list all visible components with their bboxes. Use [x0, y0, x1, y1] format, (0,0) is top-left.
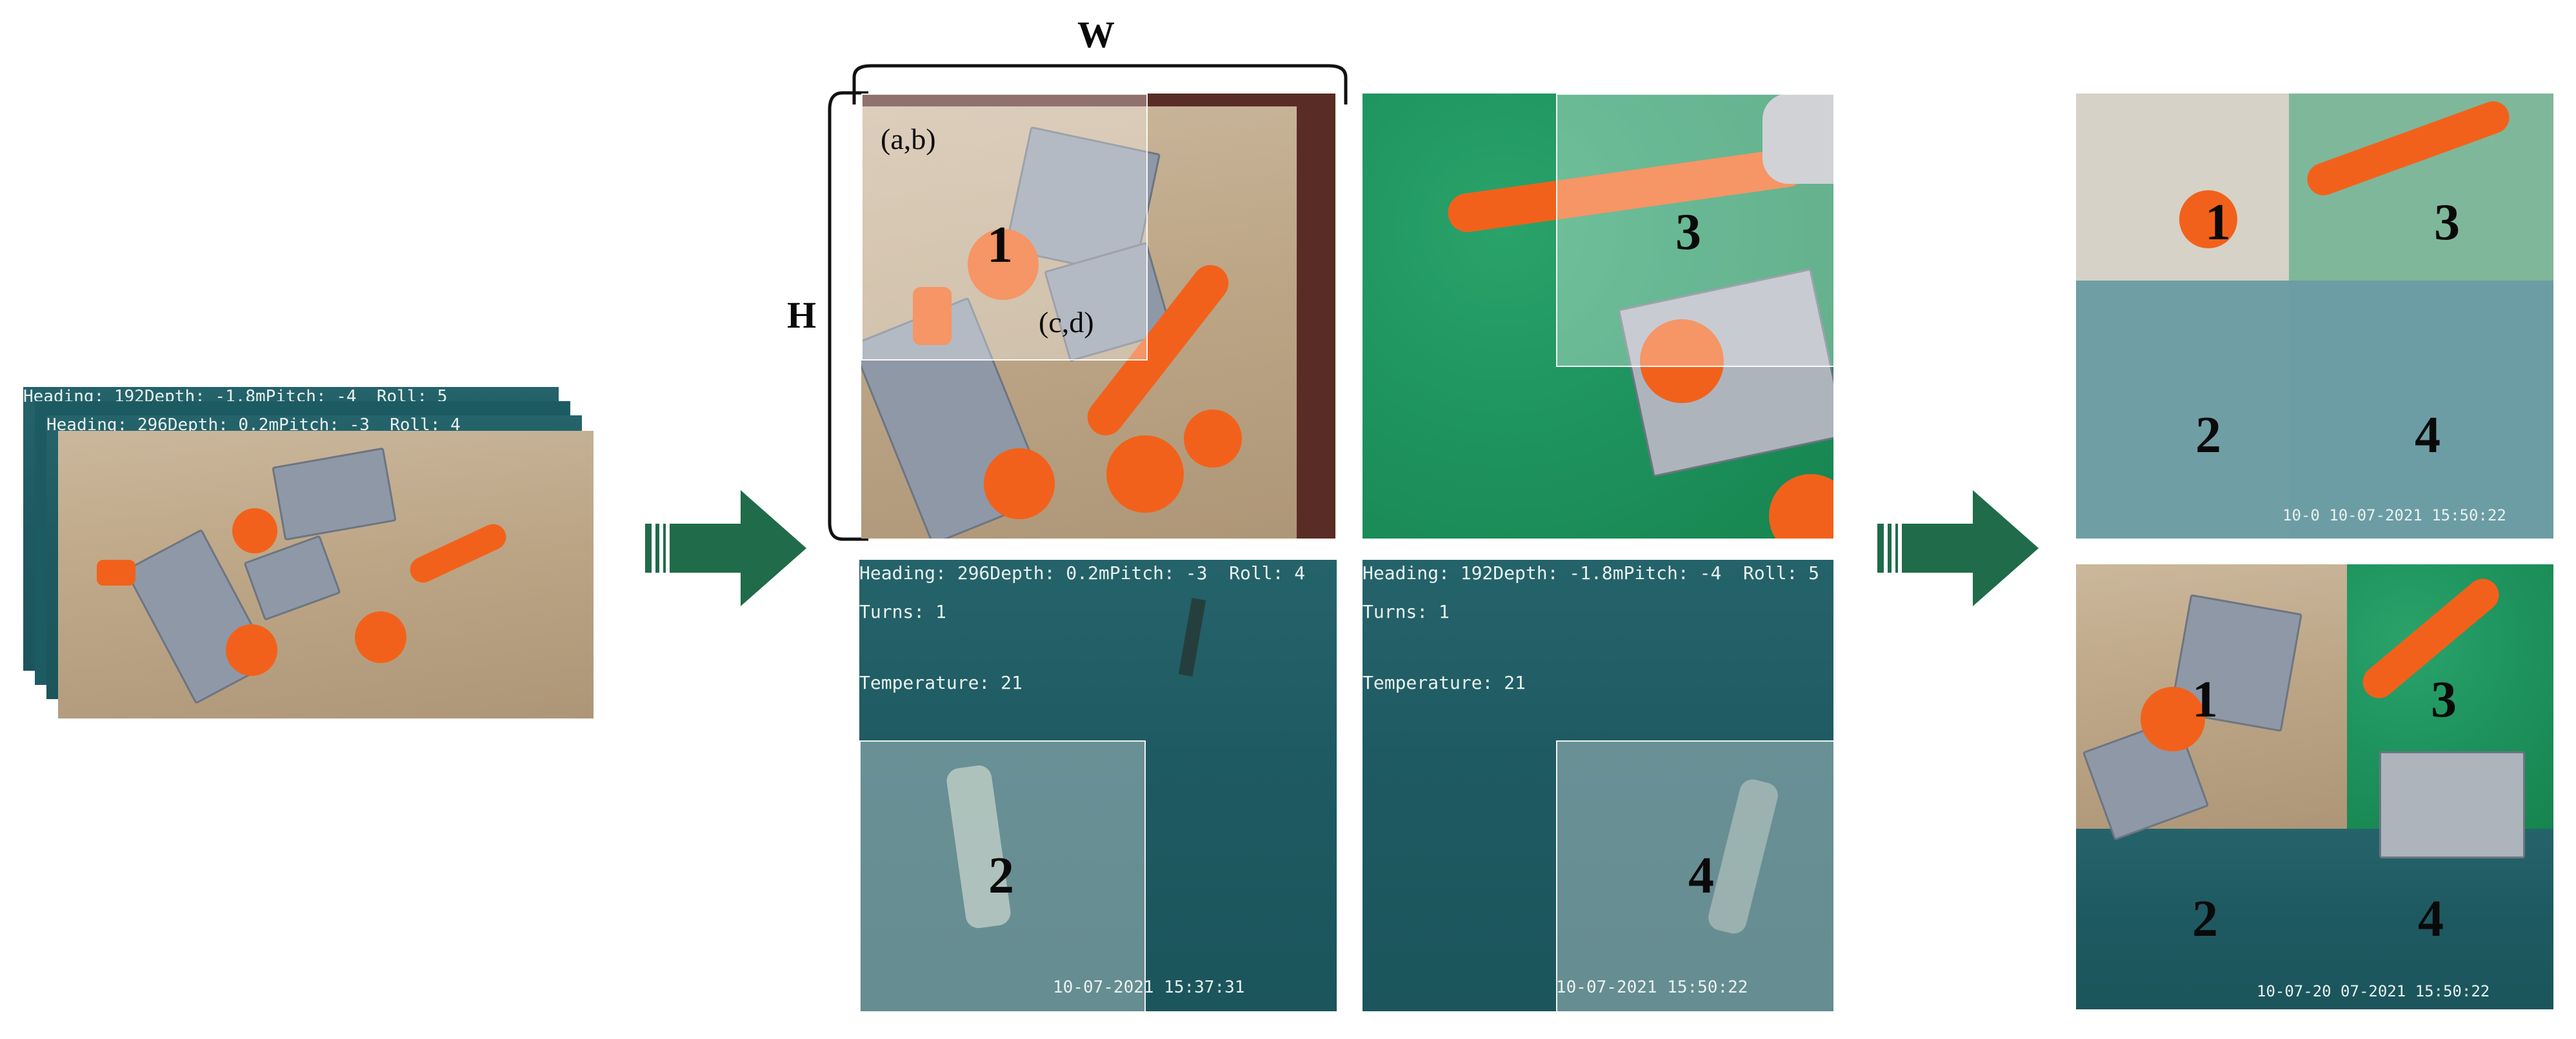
wall-strip [861, 94, 1335, 106]
mosaic-tile-4 [2347, 829, 2553, 1009]
orange-part [2141, 687, 2205, 751]
quadrant-number-1: 1 [2192, 671, 2218, 728]
crop-region-4 [1556, 740, 1833, 1011]
width-bracket [852, 64, 1348, 104]
underwater-object [1178, 598, 1206, 677]
orange-part [913, 287, 952, 345]
quadrant-number-1: 1 [2205, 194, 2231, 251]
osd-line-turns: Turns: 1 [859, 601, 946, 622]
source-image-1: (a,b) (c,d) 1 [861, 94, 1335, 539]
orange-part [2179, 190, 2237, 248]
orange-part [1769, 474, 1833, 539]
input-image-stack: Heading: 192Depth: -1.8mPitch: -4 Roll: … [23, 387, 604, 722]
quadrant-number-2: 2 [988, 847, 1014, 904]
quadrant-number-4: 4 [2415, 407, 2441, 464]
quadrant-number-3: 3 [2431, 671, 2457, 728]
osd-timestamp: 10-07-2021 15:37:31 [1053, 978, 1245, 997]
orange-part [984, 448, 1055, 519]
quadrant-number-3: 3 [2434, 194, 2460, 251]
quadrant-number-2: 2 [2192, 891, 2218, 947]
gray-box [124, 528, 274, 705]
source-image-2: Heading: 296Depth: 0.2mPitch: -3 Roll: 4… [859, 560, 1337, 1011]
crop-bottom-right-label: (c,d) [1039, 306, 1094, 339]
mosaic-result-2: 1 3 2 4 10-07-20 07-2021 15:50:22 [2076, 564, 2553, 1009]
orange-part [968, 229, 1039, 300]
mosaic-timestamp: 10-07-20 07-2021 15:50:22 [2257, 982, 2490, 1000]
orange-part [1184, 410, 1242, 468]
mosaic-tile-2 [2076, 281, 2289, 539]
width-label: W [1077, 14, 1115, 55]
height-bracket [828, 91, 868, 541]
gray-fixture [1762, 94, 1833, 184]
orange-part [97, 560, 135, 586]
gray-box [2379, 751, 2525, 858]
orange-part [226, 624, 277, 676]
osd-line-heading: Heading: 296Depth: 0.2mPitch: -3 Roll: 4 [859, 562, 1306, 584]
quadrant-number-4: 4 [1688, 847, 1714, 904]
osd-line-temperature: Temperature: 21 [859, 672, 1023, 693]
mosaic-tile-2 [2076, 829, 2347, 1009]
stack-image-front [58, 431, 594, 718]
height-label: H [787, 294, 817, 336]
orange-part [406, 520, 510, 587]
mosaic-result-1: 1 3 2 4 10-0 10-07-2021 15:50:22 [2076, 94, 2553, 539]
osd-line-heading: Heading: 192Depth: -1.8mPitch: -4 Roll: … [1363, 562, 1820, 584]
mosaic-tile-4 [2289, 281, 2553, 539]
gray-box [272, 447, 397, 541]
mosaic-tile-1 [2076, 94, 2289, 281]
quadrant-number-1: 1 [987, 217, 1013, 273]
crop-region-3 [1556, 94, 1833, 367]
mosaic-timestamp: 10-0 10-07-2021 15:50:22 [2282, 506, 2506, 524]
crop-top-left-label: (a,b) [881, 123, 936, 155]
wall-strip [1297, 94, 1335, 539]
quadrant-number-4: 4 [2418, 891, 2444, 947]
source-image-4: Heading: 192Depth: -1.8mPitch: -4 Roll: … [1363, 560, 1833, 1011]
arrow-right-icon [645, 490, 806, 606]
orange-part [1640, 319, 1724, 403]
crop-region-1 [861, 94, 1148, 361]
orange-part [232, 508, 277, 553]
osd-line-temperature: Temperature: 21 [1363, 672, 1526, 693]
osd-timestamp: 10-07-2021 15:50:22 [1556, 978, 1748, 997]
quadrant-number-2: 2 [2195, 407, 2221, 464]
arrow-right-icon [1877, 490, 2039, 606]
orange-part [1106, 435, 1184, 513]
orange-part [355, 611, 406, 663]
osd-line-turns: Turns: 1 [1363, 601, 1450, 622]
crop-region-2 [859, 740, 1146, 1011]
source-image-3: 3 [1363, 94, 1833, 539]
quadrant-number-3: 3 [1675, 204, 1701, 261]
